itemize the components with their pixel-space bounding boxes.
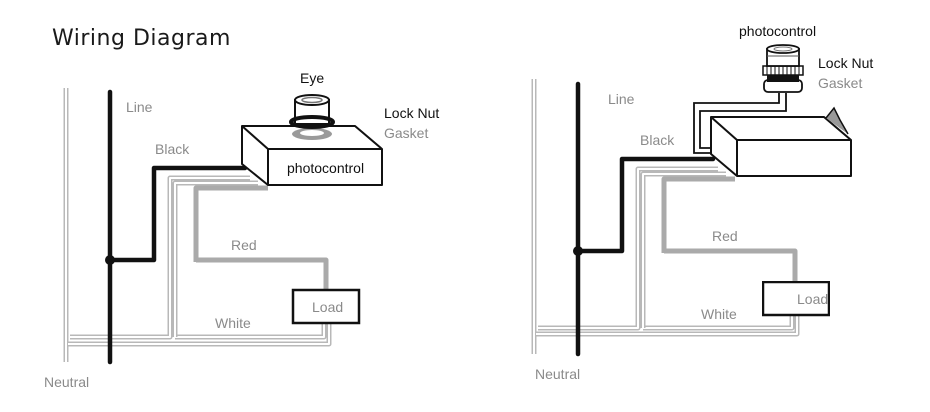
right-photocontrol-label: photocontrol: [739, 23, 816, 39]
left-load-box: Load: [291, 288, 361, 325]
right-black-label: Black: [640, 132, 675, 148]
left-red-label: Red: [231, 237, 257, 253]
left-line-label: Line: [126, 99, 153, 115]
left-neutral-label: Neutral: [44, 374, 89, 390]
left-photocontrol-box: [241, 125, 383, 186]
diagram-title: Wiring Diagram: [52, 26, 231, 51]
right-line-label: Line: [608, 91, 635, 107]
right-photocontrol-leads: [693, 93, 787, 154]
right-black-wire: [575, 156, 716, 254]
left-eye-label: Eye: [300, 70, 324, 86]
left-black-label: Black: [155, 141, 190, 157]
right-lock-nut-label: Lock Nut: [818, 55, 873, 71]
right-load-label: Load: [797, 291, 828, 307]
left-load-label: Load: [312, 299, 343, 315]
right-junction-dot: [573, 246, 583, 256]
right-white-label: White: [701, 306, 737, 322]
right-load-box: Load: [762, 281, 830, 317]
right-photocontrol-box: [710, 106, 852, 177]
right-red-label: Red: [712, 228, 738, 244]
left-white-label: White: [215, 315, 251, 331]
left-junction-dot: [105, 255, 115, 265]
left-gasket-label: Gasket: [384, 125, 428, 141]
right-gasket-label: Gasket: [818, 75, 862, 91]
left-diagram: Eye Lock Nut Gasket photocontrol Line Bl…: [44, 70, 439, 390]
left-black-wire: [107, 165, 248, 263]
right-diagram: photocontrol Lock Nut Gasket Line Black …: [531, 23, 873, 382]
right-neutral-label: Neutral: [535, 366, 580, 382]
right-red-wire: [661, 176, 798, 282]
left-eye-sensor: [289, 94, 335, 140]
right-sensor: [762, 44, 804, 93]
right-white-wire: [538, 166, 795, 331]
left-neutral-wire: [63, 88, 332, 362]
left-lock-nut-label: Lock Nut: [384, 105, 439, 121]
left-red-wire: [193, 185, 329, 292]
left-white-wire: [70, 175, 327, 340]
left-box-label: photocontrol: [287, 160, 364, 176]
right-neutral-wire: [531, 79, 800, 354]
